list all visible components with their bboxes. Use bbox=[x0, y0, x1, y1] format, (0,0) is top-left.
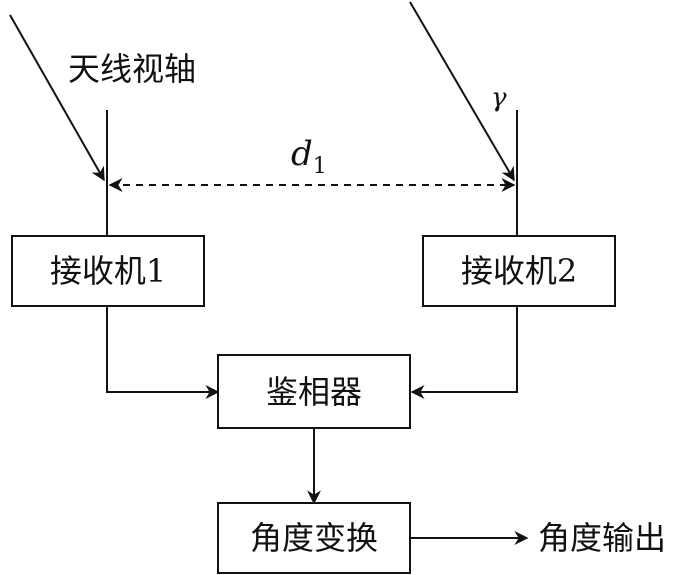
connector-receiver1-to-phase-detector bbox=[106, 306, 220, 399]
angle-output-label: 角度输出 bbox=[538, 519, 666, 557]
incoming-ray-right bbox=[409, 1, 515, 182]
angle-transform-box bbox=[217, 502, 411, 574]
baseline-subscript: 1 bbox=[313, 154, 327, 179]
baseline-var: d bbox=[291, 134, 313, 174]
receiver2-box bbox=[422, 235, 616, 307]
receiver2-label: 接收机2 bbox=[461, 252, 577, 290]
phase-detector-label: 鉴相器 bbox=[266, 373, 362, 411]
angle-transform-label: 角度变换 bbox=[250, 519, 378, 557]
receiver1-box bbox=[11, 235, 205, 307]
baseline-label: d1 bbox=[291, 134, 327, 179]
gamma-label: γ bbox=[491, 83, 507, 113]
antenna-axis-label: 天线视轴 bbox=[68, 50, 196, 88]
incoming-ray-left bbox=[9, 14, 105, 182]
connector-receiver2-to-phase-detector bbox=[410, 306, 518, 399]
receiver1-label: 接收机1 bbox=[50, 252, 166, 290]
